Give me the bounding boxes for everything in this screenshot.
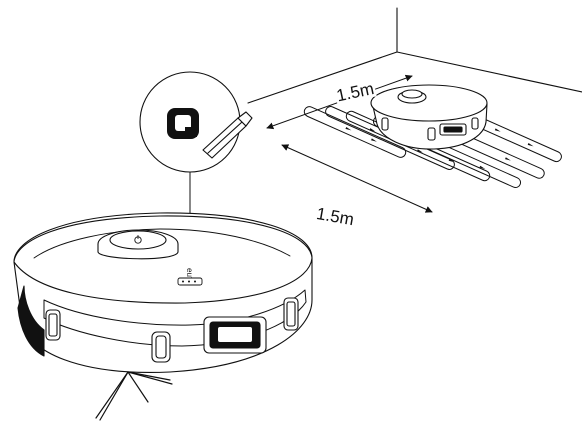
hand-pen: [202, 111, 253, 159]
wall-floor-edge-right: [396, 51, 582, 93]
robot-small-top: [370, 84, 488, 122]
robot-small: [370, 84, 488, 150]
path-lane: [303, 106, 407, 158]
robot-large-side-bumper: [17, 285, 45, 357]
robot-small-sensor-right: [471, 117, 479, 130]
width-arrow: [281, 144, 433, 213]
robot-small-sensor-left: [427, 127, 436, 141]
q-icon: [167, 108, 199, 139]
callout: [139, 71, 253, 244]
robot-brand: eufy: [185, 268, 194, 283]
robot-small-sensor-front: [381, 117, 389, 131]
side-brush: [95, 371, 173, 421]
robot-large: eufy: [13, 212, 313, 421]
